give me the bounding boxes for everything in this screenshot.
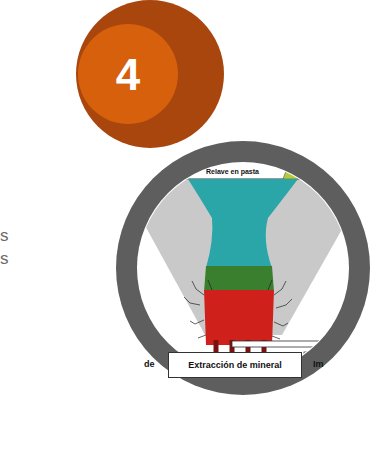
undercut-level bbox=[232, 341, 352, 347]
cut-off-slide-text: s bbox=[0, 249, 9, 269]
mine-section bbox=[120, 163, 370, 378]
side-box-right bbox=[304, 352, 344, 378]
extraction-box: Extracción de mineral bbox=[168, 352, 302, 378]
box-text: Extracción de mineral bbox=[188, 360, 282, 370]
badge-circles bbox=[72, 0, 228, 150]
dam-left bbox=[150, 163, 176, 179]
surface-label: Relave en pasta bbox=[206, 168, 259, 175]
cut-off-box-text: de bbox=[144, 359, 155, 369]
dam-right bbox=[283, 163, 309, 179]
paste-tailings bbox=[188, 179, 298, 268]
badge-outer bbox=[76, 0, 224, 148]
step-number-badge: 4 bbox=[72, 0, 228, 150]
fractures bbox=[184, 280, 292, 339]
badge-inner bbox=[78, 24, 178, 124]
side-box-left bbox=[140, 352, 166, 378]
gray-ring bbox=[116, 141, 370, 395]
broken-rock-layer bbox=[204, 266, 274, 292]
cut-off-box-text: Im bbox=[313, 359, 324, 369]
cut-off-slide-text: s bbox=[0, 226, 9, 246]
step-number: 4 bbox=[114, 50, 142, 100]
ore-column bbox=[204, 290, 274, 345]
